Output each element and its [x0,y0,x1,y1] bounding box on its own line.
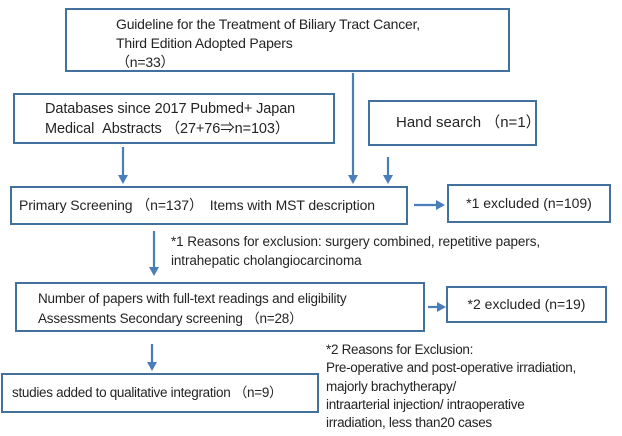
node-excluded-2: *2 excluded (n=19) [446,286,607,323]
note-exclusion-reasons-2: *2 Reasons for Exclusion: Pre-operative … [326,341,576,432]
node-primary-screening-label: Primary Screening （n=137） Items with MST… [19,197,375,213]
note-exclusion-reasons-1-line2: intrahepatic cholangiocarcinoma [171,252,362,268]
node-excluded-1-label: *1 excluded (n=109) [466,195,592,211]
node-hand-search: Hand search （n=1） [368,100,541,146]
note-exclusion-reasons-2-line2: Pre-operative and post-operative irradia… [326,360,576,376]
node-excluded-2-label: *2 excluded (n=19) [467,296,586,312]
node-databases-line1: Databases since 2017 Pubmed+ Japan [45,101,296,117]
note-exclusion-reasons-2-line5: irradiation, less than20 cases [326,415,492,431]
node-excluded-1: *1 excluded (n=109) [447,184,611,223]
node-databases: Databases since 2017 Pubmed+ Japan Medic… [13,93,335,144]
note-exclusion-reasons-2-line3: majorly brachytherapy/ [326,378,456,394]
node-adopted-papers: Guideline for the Treatment of Biliary T… [65,8,510,72]
node-databases-line2: Medical Abstracts （27+76⇒n=103） [45,121,290,137]
note-exclusion-reasons-2-line4: intraarterial injection/ intraoperative [326,396,525,412]
node-primary-screening: Primary Screening （n=137） Items with MST… [10,186,408,225]
node-qualitative-integration: studies added to qualitative integration… [1,373,319,413]
note-exclusion-reasons-1: *1 Reasons for exclusion: surgery combin… [171,233,540,270]
node-adopted-papers-count: （n=33） [116,54,175,70]
node-secondary-screening-line2: Assessments Secondary screening （n=28） [38,311,303,326]
note-exclusion-reasons-1-line1: *1 Reasons for exclusion: surgery combin… [171,234,540,249]
node-qualitative-integration-label: studies added to qualitative integration… [12,385,283,400]
note-exclusion-reasons-2-line1: *2 Reasons for Exclusion: [326,342,474,357]
node-secondary-screening-line1: Number of papers with full-text readings… [38,291,347,306]
node-secondary-screening: Number of papers with full-text readings… [15,282,425,332]
node-adopted-papers-line2: Third Edition Adopted Papers [116,35,293,51]
node-adopted-papers-line1: Guideline for the Treatment of Biliary T… [116,16,420,32]
node-hand-search-label: Hand search （n=1） [396,114,541,131]
